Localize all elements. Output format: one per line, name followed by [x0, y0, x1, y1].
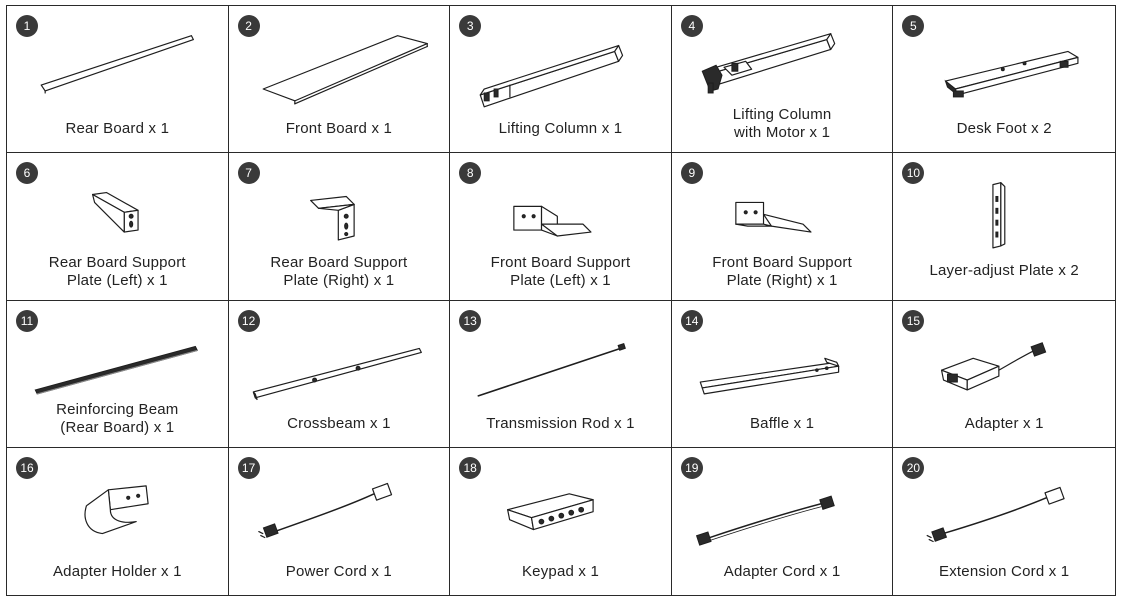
part-number-badge: 6 — [16, 162, 38, 185]
adapter-cord-icon — [695, 495, 835, 546]
parts-grid: 1 Rear Board x 1 2 Front Board x 1 3 Lif… — [6, 5, 1116, 596]
part-cell-4: 4 Lifting Column with Motor x 1 — [671, 6, 894, 154]
adapter-icon — [941, 341, 1047, 391]
part-label: Front Board Support Plate (Right) x 1 — [712, 253, 852, 289]
part-label: Rear Board Support Plate (Left) x 1 — [48, 253, 186, 289]
part-label: Front Board x 1 — [285, 120, 393, 138]
part-cell-8: 8 Front Board Support Plate (Left) x 1 — [450, 153, 672, 301]
part-number-badge: 10 — [902, 162, 925, 185]
part-cell-14: 14 Baffle x 1 — [671, 300, 894, 448]
part-number-badge: 20 — [902, 456, 925, 479]
part-label: Adapter Holder x 1 — [52, 563, 182, 580]
reinforcing-beam-icon — [34, 345, 199, 394]
part-cell-15: 15 Adapter x 1 — [893, 301, 1115, 448]
part-label: Adapter x 1 — [964, 414, 1044, 432]
part-number-badge: 3 — [459, 15, 482, 37]
part-label: Transmission Rod x 1 — [486, 414, 635, 432]
part-label: Reinforcing Beam (Rear Board) x 1 — [56, 400, 179, 436]
part-label: Extension Cord x 1 — [939, 563, 1070, 580]
part-cell-12: 12 Crossbeam x 1 — [228, 300, 451, 448]
part-label: Keypad x 1 — [521, 563, 600, 580]
part-cell-5: 5 Desk Foot x 2 — [893, 6, 1115, 154]
part-label: Desk Foot x 2 — [956, 120, 1052, 138]
part-number-badge: 13 — [459, 309, 482, 332]
front-support-left-icon — [513, 206, 592, 237]
part-label: Rear Board x 1 — [65, 120, 170, 138]
crossbeam-icon — [252, 347, 422, 400]
part-number-badge: 7 — [237, 162, 260, 185]
part-number-badge: 17 — [237, 456, 260, 479]
part-cell-1: 1 Rear Board x 1 — [7, 6, 229, 154]
part-number-badge: 19 — [680, 456, 703, 479]
part-number-badge: 16 — [16, 456, 38, 479]
part-number-badge: 14 — [680, 309, 703, 332]
part-label: Layer-adjust Plate x 2 — [929, 261, 1079, 279]
part-number-badge: 5 — [902, 15, 925, 37]
part-cell-2: 2 Front Board x 1 — [228, 6, 451, 154]
part-label: Baffle x 1 — [749, 414, 815, 432]
part-cell-13: 13 Transmission Rod x 1 — [450, 300, 672, 448]
layer-adjust-plate-icon — [992, 182, 1006, 249]
part-cell-17: 17 Power Cord x 1 — [229, 447, 451, 595]
part-cell-18: 18 Keypad x 1 — [450, 447, 672, 595]
part-label: Adapter Cord x 1 — [723, 563, 841, 580]
rear-support-right-icon — [309, 196, 355, 241]
part-number-badge: 9 — [680, 162, 703, 185]
part-number-badge: 18 — [459, 456, 482, 479]
power-cord-icon — [257, 482, 392, 538]
part-number-badge: 1 — [16, 15, 38, 37]
front-support-right-icon — [735, 202, 812, 233]
part-cell-3: 3 Lifting Column x 1 — [450, 6, 672, 154]
part-cell-10: 10 Layer-adjust Plate x 2 — [893, 153, 1115, 301]
desk-foot-icon — [944, 50, 1079, 98]
part-number-badge: 4 — [680, 15, 703, 37]
part-label: Lifting Column x 1 — [498, 120, 623, 138]
part-number-badge: 11 — [16, 309, 38, 332]
part-cell-20: 20 Extension Cord x 1 — [893, 448, 1115, 595]
part-cell-16: 16 Adapter Holder x 1 — [7, 447, 229, 595]
part-label: Lifting Column with Motor x 1 — [732, 106, 832, 142]
part-label: Rear Board Support Plate (Right) x 1 — [270, 253, 408, 289]
lifting-column-motor-icon — [701, 33, 836, 94]
part-label: Front Board Support Plate (Left) x 1 — [490, 253, 631, 289]
front-board-icon — [262, 35, 428, 105]
rear-support-left-icon — [91, 192, 139, 233]
part-number-badge: 2 — [237, 15, 260, 37]
adapter-holder-icon — [84, 485, 149, 534]
lifting-column-icon — [479, 44, 624, 108]
part-label: Power Cord x 1 — [285, 563, 392, 580]
part-cell-6: 6 Rear Board Support Plate (Left) x 1 — [7, 153, 229, 301]
part-number-badge: 15 — [902, 309, 925, 332]
part-cell-19: 19 Adapter Cord x 1 — [672, 447, 894, 595]
part-number-badge: 12 — [237, 309, 260, 332]
part-number-badge: 8 — [459, 162, 482, 185]
part-label: Crossbeam x 1 — [287, 414, 391, 432]
rear-board-icon — [40, 35, 194, 94]
part-cell-11: 11 Reinforcing Beam (Rear Board) x 1 — [7, 300, 229, 448]
baffle-icon — [699, 357, 840, 394]
keypad-icon — [507, 492, 594, 530]
part-cell-9: 9 Front Board Support Plate (Right) x 1 — [671, 153, 894, 301]
extension-cord-icon — [926, 486, 1066, 542]
part-cell-7: 7 Rear Board Support Plate (Right) x 1 — [228, 153, 451, 301]
transmission-rod-icon — [477, 342, 627, 397]
